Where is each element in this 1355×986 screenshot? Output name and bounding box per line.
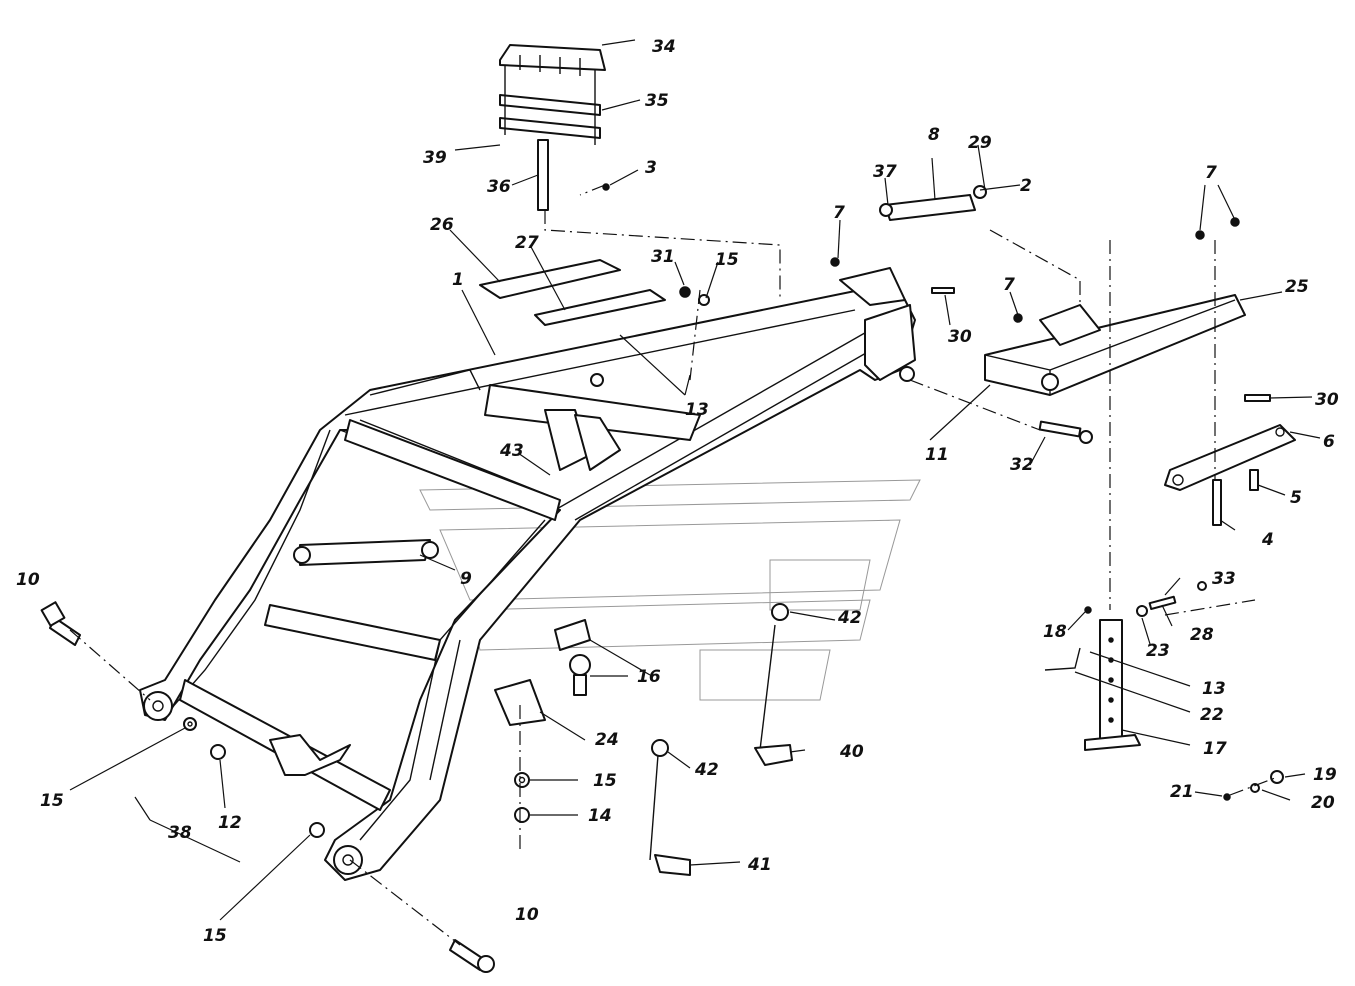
callout-9: 9 [460, 569, 472, 589]
stand [1044, 619, 1141, 751]
callout-15-bottom: 15 [203, 926, 227, 946]
callout-42-lower: 42 [694, 760, 719, 780]
latch-assembly [499, 44, 610, 211]
callout-17: 17 [1203, 739, 1227, 759]
callout-22: 22 [1200, 705, 1224, 725]
callout-7-center: 7 [833, 203, 845, 223]
loader-frame [139, 267, 916, 881]
callout-34: 34 [652, 37, 676, 57]
callout-30-center: 30 [948, 327, 972, 347]
callout-7-top-right: 7 [1205, 163, 1217, 183]
callout-16: 16 [637, 667, 661, 687]
callout-41: 41 [747, 855, 772, 875]
callout-15-left: 15 [40, 791, 64, 811]
callout-4: 4 [1261, 530, 1274, 550]
callout-23: 23 [1146, 641, 1170, 661]
callout-40: 40 [839, 742, 864, 762]
callout-37: 37 [873, 162, 897, 182]
callout-10-left: 10 [16, 570, 40, 590]
callout-39: 39 [423, 148, 447, 168]
callout-18: 18 [1043, 622, 1067, 642]
callout-12: 12 [218, 813, 242, 833]
callout-38: 38 [168, 823, 192, 843]
callout-20: 20 [1311, 793, 1335, 813]
callout-25: 25 [1285, 277, 1309, 297]
callout-29: 29 [968, 133, 992, 153]
callout-36: 36 [487, 177, 511, 197]
link-arms [479, 259, 666, 326]
callout-21: 21 [1170, 782, 1194, 802]
callout-15-top: 15 [715, 250, 739, 270]
callout-31: 31 [651, 247, 675, 267]
callout-8: 8 [928, 125, 940, 145]
callout-3: 3 [645, 158, 657, 178]
crossbeam [984, 294, 1246, 396]
callout-26: 26 [430, 215, 454, 235]
callout-43: 43 [499, 441, 524, 461]
cylinder [879, 185, 987, 221]
leader-lines [69, 39, 1321, 921]
callout-35: 35 [645, 91, 669, 111]
callout-7-right: 7 [1003, 275, 1015, 295]
callout-27: 27 [515, 233, 539, 253]
callout-33: 33 [1212, 569, 1236, 589]
callout-24: 24 [595, 730, 619, 750]
callout-14: 14 [588, 806, 612, 826]
callout-2: 2 [1020, 176, 1032, 196]
callout-6: 6 [1323, 432, 1335, 452]
callout-28: 28 [1190, 625, 1214, 645]
callout-32: 32 [1010, 455, 1034, 475]
callout-10-bottom: 10 [515, 905, 539, 925]
background-outline [419, 479, 921, 701]
callout-labels: 1 2 3 4 5 6 7 7 7 8 9 10 10 11 12 13 13 … [16, 37, 1339, 946]
fasteners [40, 217, 1284, 973]
callout-11: 11 [925, 445, 949, 465]
pins [569, 603, 793, 876]
callout-1: 1 [452, 270, 464, 290]
callout-30-right: 30 [1315, 390, 1339, 410]
callout-42-upper: 42 [837, 608, 862, 628]
plate-6 [1164, 424, 1296, 491]
assembly-lines [69, 184, 1276, 946]
callout-19: 19 [1313, 765, 1337, 785]
callout-13-frame: 13 [685, 400, 709, 420]
callout-15-center: 15 [593, 771, 617, 791]
callout-13-stand: 13 [1202, 679, 1226, 699]
callout-5: 5 [1290, 488, 1302, 508]
